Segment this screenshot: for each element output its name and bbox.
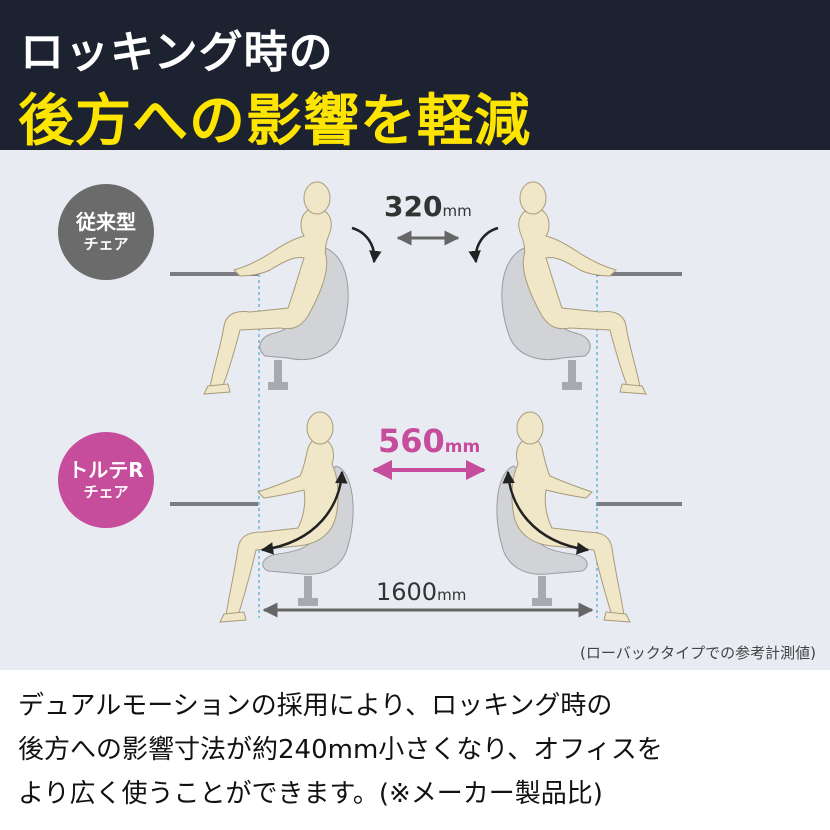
distance-value-conventional: 320	[384, 190, 443, 223]
header-banner: ロッキング時の 後方への影響を軽減	[0, 0, 830, 154]
description-line-3: より広く使うことができます。(※メーカー製品比)	[18, 779, 603, 809]
dual-motion-arrow-left	[260, 470, 348, 555]
description-line-1: デュアルモーションの採用により、ロッキング時の	[18, 691, 613, 721]
conventional-chair-badge: 従来型 チェア	[58, 184, 154, 280]
diagram-illustration	[170, 181, 682, 623]
torte-person-left	[219, 411, 354, 623]
comparison-diagram: 従来型 チェア トルテR チェア 320mm 560mm 1600mm (ローバ…	[0, 150, 830, 670]
torte-label-line2: チェア	[83, 483, 129, 501]
conventional-person-left	[203, 181, 349, 395]
conventional-label-line2: チェア	[83, 235, 129, 253]
measurement-note: (ローバックタイプでの参考計測値)	[580, 644, 816, 662]
dual-motion-arrow-right	[502, 470, 590, 555]
distance-label-torte: 560mm	[378, 422, 480, 460]
title-line-2: 後方への影響を軽減	[18, 89, 531, 154]
torte-person-right	[496, 411, 631, 623]
conventional-person-right	[501, 181, 647, 395]
distance-unit-conventional: mm	[442, 202, 472, 220]
distance-label-desks: 1600mm	[376, 578, 466, 606]
distance-label-conventional: 320mm	[384, 190, 472, 223]
distance-value-torte: 560	[378, 422, 445, 460]
torte-chair-badge: トルテR チェア	[58, 432, 154, 528]
rocking-arrow-conv-right	[468, 226, 499, 264]
description-text: デュアルモーションの採用により、ロッキング時の 後方への影響寸法が約240mm小…	[18, 684, 818, 816]
distance-unit-desks: mm	[437, 586, 467, 604]
title-line-1: ロッキング時の	[20, 27, 334, 78]
description-line-2: 後方への影響寸法が約240mm小さくなり、オフィスを	[18, 735, 663, 765]
torte-label-line1: トルテR	[68, 458, 144, 482]
conventional-label-line1: 従来型	[76, 210, 136, 234]
rocking-arrow-conv-left	[351, 226, 382, 264]
distance-unit-torte: mm	[444, 437, 481, 457]
distance-value-desks: 1600	[376, 578, 438, 606]
